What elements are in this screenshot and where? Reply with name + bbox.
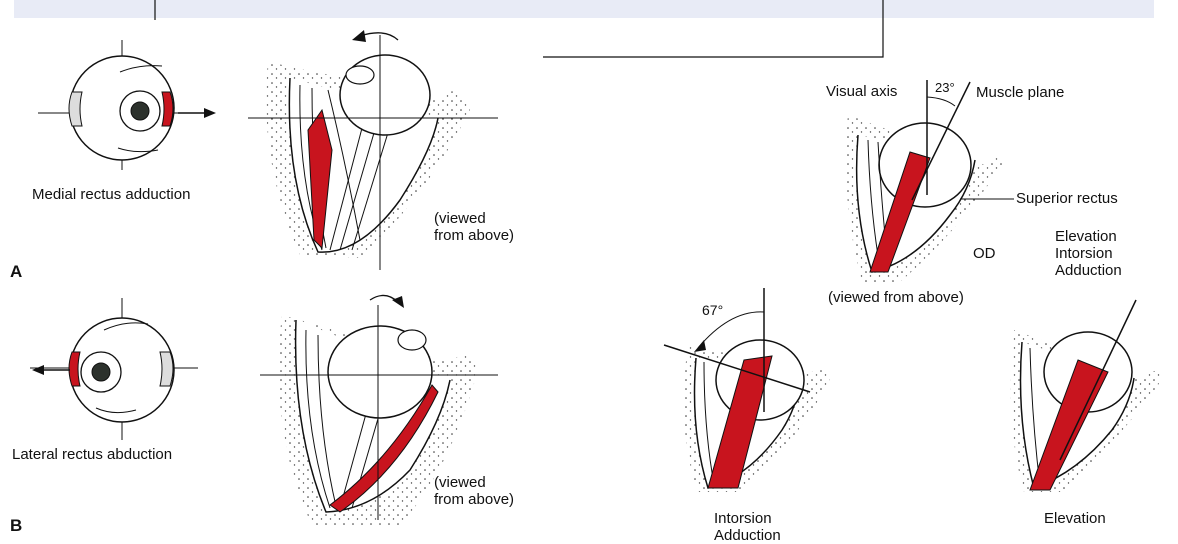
lateral-rectus-label: Lateral rectus abduction [12, 446, 172, 463]
connector-lines [155, 0, 883, 57]
viewed-label-2-line2: from above) [434, 491, 514, 508]
viewed-label-1-line1: (viewed [434, 210, 486, 227]
angle-23-label: 23° [935, 79, 955, 96]
eye-front-view-b [30, 298, 198, 440]
superior-rectus-label: Superior rectus [1016, 190, 1118, 207]
od-label: OD [973, 245, 996, 262]
panel-label-b: B [10, 516, 22, 536]
elevation-label: Elevation [1044, 510, 1106, 527]
elevation-diagram [1011, 300, 1165, 492]
panel-label-a: A [10, 262, 22, 282]
actions-adduction: Adduction [1055, 262, 1122, 279]
viewed-label-2-line1: (viewed [434, 474, 486, 491]
muscle-plane-label: Muscle plane [976, 84, 1064, 101]
intorsion-adduction-label: Adduction [714, 527, 781, 544]
medial-rectus-label: Medial rectus adduction [32, 186, 190, 203]
viewed-from-above-label: (viewed from above) [828, 289, 964, 306]
actions-elevation: Elevation [1055, 228, 1117, 245]
visual-axis-label: Visual axis [826, 83, 897, 100]
eye-front-view-a [38, 40, 216, 170]
intorsion-diagram [664, 288, 832, 492]
intorsion-label: Intorsion [714, 510, 772, 527]
viewed-label-1-line2: from above) [434, 227, 514, 244]
actions-intorsion: Intorsion [1055, 245, 1113, 262]
angle-67-label: 67° [702, 302, 723, 319]
